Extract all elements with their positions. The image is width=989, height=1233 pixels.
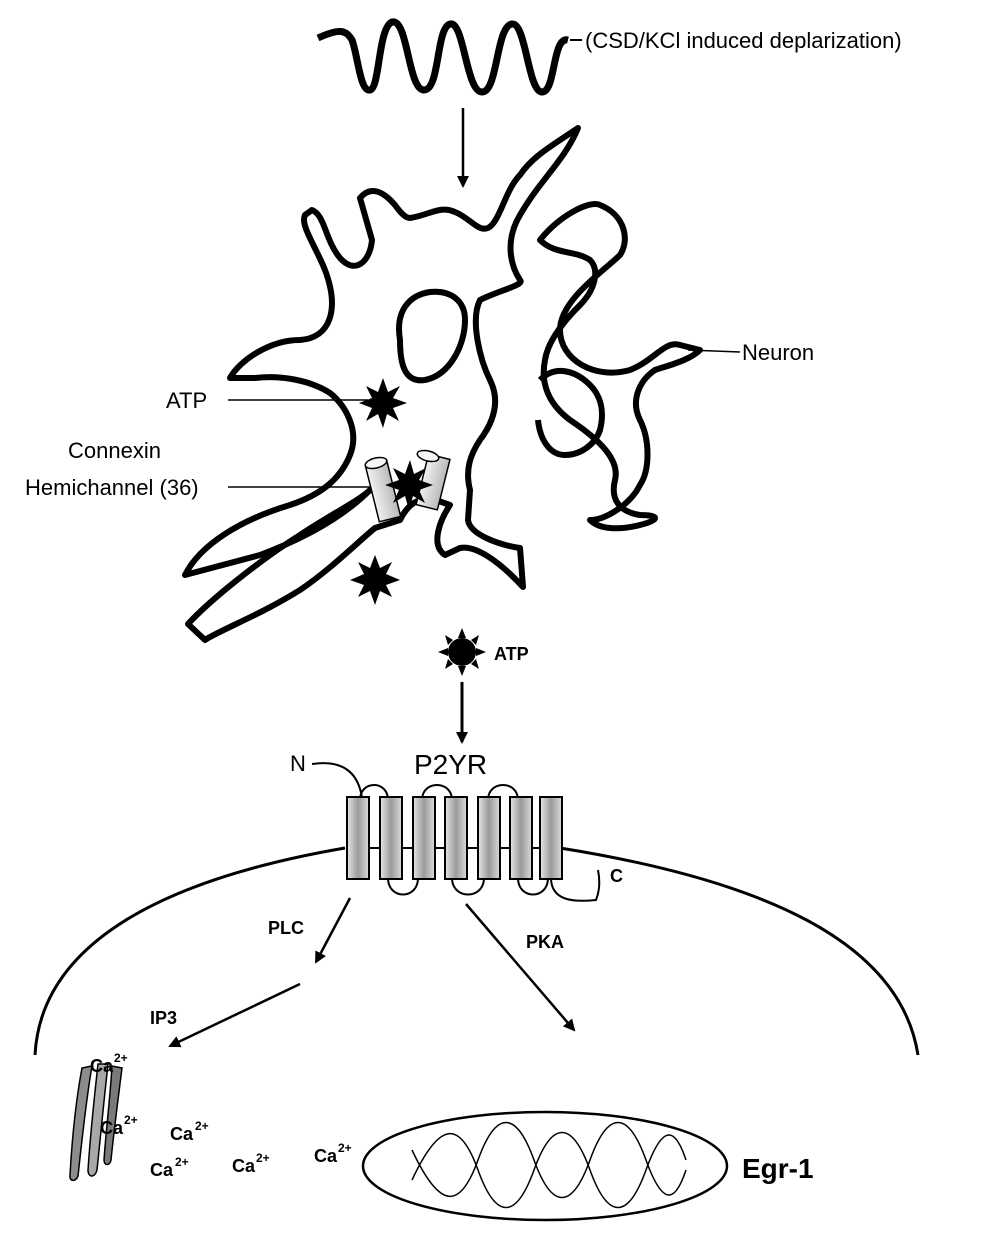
svg-text:2+: 2+ (175, 1155, 189, 1169)
atp-star-icon-free (350, 555, 400, 605)
ip3-label: IP3 (150, 1008, 177, 1028)
calcium-ion-6: Ca 2+ (314, 1141, 352, 1166)
svg-text:2+: 2+ (124, 1113, 138, 1127)
connexin-label-line2: Hemichannel (36) (25, 475, 199, 500)
p2yr-receptor-icon (347, 785, 562, 895)
calcium-ion-3: Ca 2+ (170, 1119, 209, 1144)
svg-text:Ca: Ca (90, 1056, 114, 1076)
neuron-label: Neuron (742, 340, 814, 365)
connexin-label-line1: Connexin (68, 438, 161, 463)
atp-star-icon-inside (359, 378, 407, 428)
calcium-ion-4: Ca 2+ (150, 1155, 189, 1180)
neuron-right-lobe (540, 204, 700, 528)
c-terminus-label: C (610, 866, 623, 886)
calcium-ion-2: Ca 2+ (100, 1113, 138, 1138)
receptor-label: P2YR (414, 749, 487, 780)
svg-text:Ca: Ca (170, 1124, 194, 1144)
atp-released-label: ATP (494, 644, 529, 664)
svg-text:2+: 2+ (256, 1151, 270, 1165)
svg-text:Ca: Ca (314, 1146, 338, 1166)
plc-label: PLC (268, 918, 304, 938)
atp-sun-icon (438, 628, 486, 676)
n-terminus-label: N (290, 751, 306, 776)
svg-text:2+: 2+ (338, 1141, 352, 1155)
stimulus-label: (CSD/KCl induced deplarization) (585, 28, 902, 53)
svg-text:2+: 2+ (195, 1119, 209, 1133)
calcium-ion-5: Ca 2+ (232, 1151, 270, 1176)
svg-text:Ca: Ca (100, 1118, 124, 1138)
pka-label: PKA (526, 932, 564, 952)
svg-text:2+: 2+ (114, 1051, 128, 1065)
ip3-arrow (170, 984, 300, 1046)
plc-arrow (316, 898, 350, 962)
n-terminus-tail (312, 763, 362, 798)
svg-text:Ca: Ca (232, 1156, 256, 1176)
neuron-inner-loop (399, 292, 465, 381)
atp-inside-label: ATP (166, 388, 207, 413)
pka-arrow (466, 904, 574, 1030)
egr1-label: Egr-1 (742, 1153, 814, 1184)
svg-text:Ca: Ca (150, 1160, 174, 1180)
depolarization-wave (318, 22, 568, 92)
nucleus (363, 1112, 727, 1220)
